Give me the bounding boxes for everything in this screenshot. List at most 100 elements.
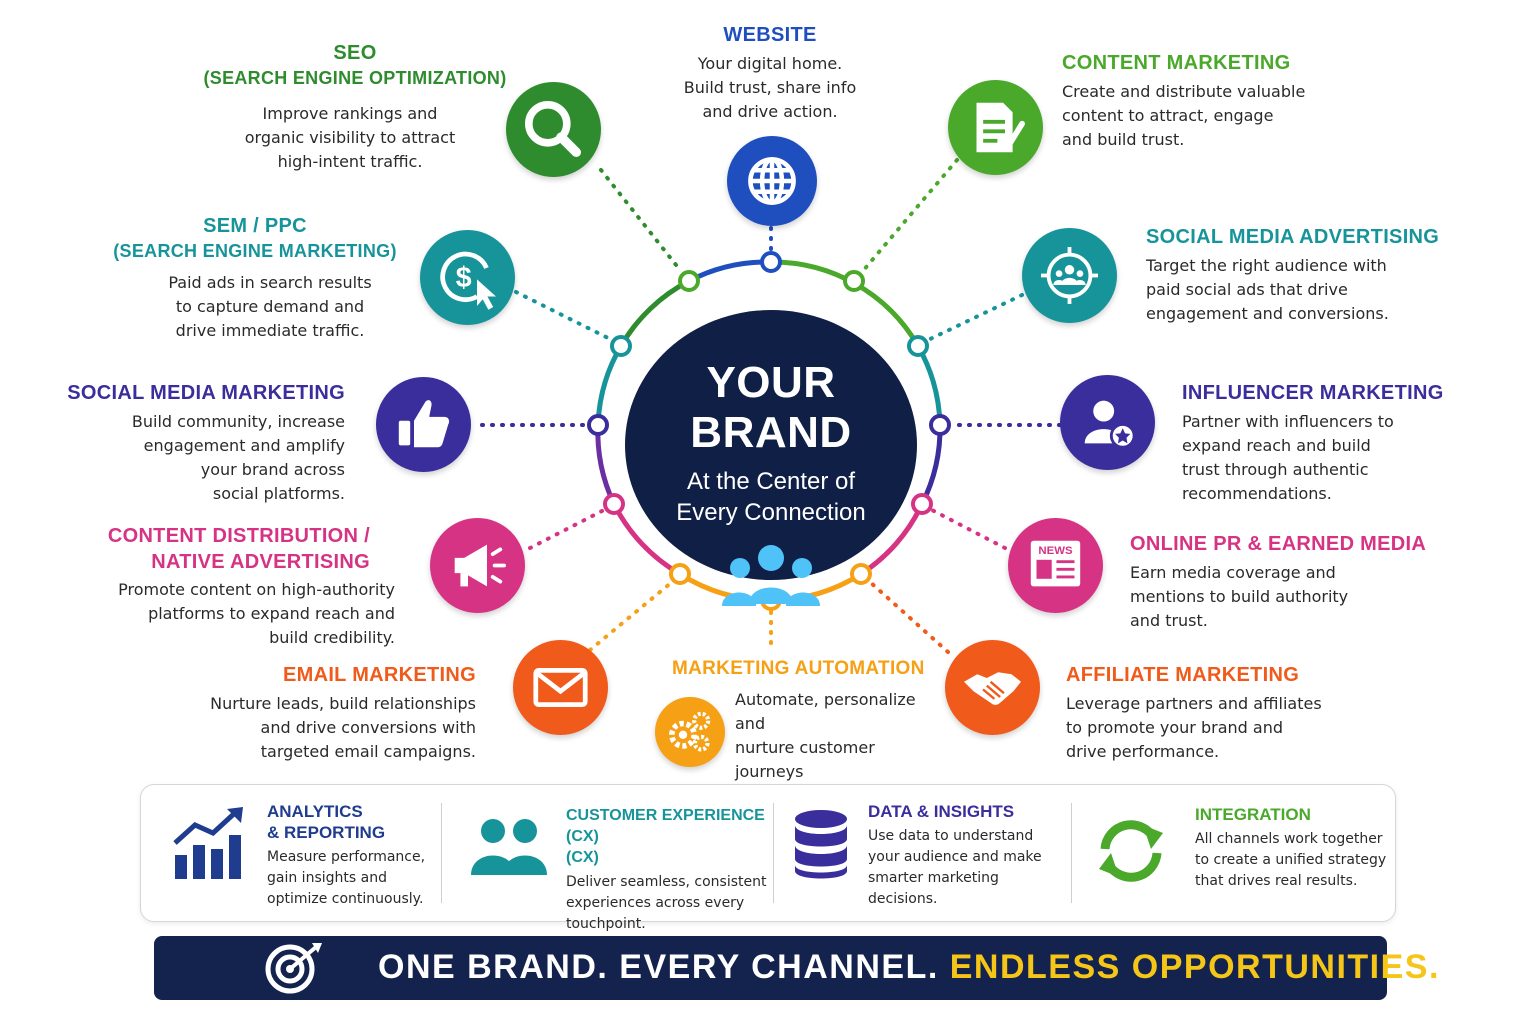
- pr-label: ONLINE PR & EARNED MEDIA Earn media cove…: [1130, 531, 1430, 633]
- content-node[interactable]: [948, 80, 1043, 175]
- affiliate-title: AFFILIATE MARKETING: [1066, 664, 1300, 686]
- social-mkt-description: Build community, increase engagement and…: [131, 412, 345, 503]
- seo-description: Improve rankings and organic visibility …: [244, 104, 456, 171]
- panel-title: DATA & INSIGHTS: [868, 802, 1015, 821]
- affiliate-description: Leverage partners and affiliates to prom…: [1066, 694, 1322, 761]
- panel-description: Use data to understand your audience and…: [868, 828, 1042, 907]
- news-badge-text: NEWS: [1038, 545, 1073, 557]
- brand-subtitle: At the Center of Every Connection: [676, 468, 866, 526]
- target-arrow-icon: [265, 943, 322, 994]
- panel-item-analytics: ANALYTICS & REPORTING Measure performanc…: [171, 785, 451, 923]
- seo-subtitle: (SEARCH ENGINE OPTIMIZATION): [203, 68, 507, 88]
- panel-title: CUSTOMER EXPERIENCE (CX) (CX): [566, 807, 765, 866]
- junction-dot: [678, 270, 700, 292]
- newspaper-icon: NEWS: [1030, 540, 1081, 587]
- sem-subtitle: (SEARCH ENGINE MARKETING): [113, 241, 397, 261]
- social-ads-node[interactable]: [1022, 228, 1117, 323]
- distribution-description: Promote content on high-authority platfo…: [118, 580, 395, 647]
- tagline-text: ONE BRAND. EVERY CHANNEL. ENDLESS OPPORT…: [378, 948, 1440, 987]
- panel-description: Measure performance, gain insights and o…: [267, 849, 426, 907]
- ring-arc-green-left: [618, 278, 691, 348]
- email-description: Nurture leads, build relationships and d…: [210, 694, 476, 761]
- panel-description: All channels work together to create a u…: [1195, 831, 1387, 889]
- affiliate-node[interactable]: [945, 640, 1040, 735]
- foundations-panel: ANALYTICS & REPORTING Measure performanc…: [140, 784, 1396, 932]
- connector-distribution: [528, 508, 606, 550]
- content-description: Create and distribute valuable content t…: [1062, 82, 1306, 149]
- panel-divider: [1071, 803, 1072, 903]
- gears-icon: [669, 711, 711, 752]
- sync-icon: [1099, 820, 1163, 882]
- brand-hub: YOUR BRAND At the Center of Every Connec…: [625, 310, 917, 606]
- social-ads-label: SOCIAL MEDIA ADVERTISING Target the righ…: [1146, 224, 1446, 326]
- pr-node[interactable]: NEWS: [1008, 518, 1103, 613]
- panel-item-cx: CUSTOMER EXPERIENCE (CX) (CX) Deliver se…: [469, 785, 769, 932]
- ring-arc-teal-left: [595, 344, 624, 426]
- email-title: EMAIL MARKETING: [282, 664, 476, 686]
- megaphone-icon: [454, 544, 506, 587]
- junction-dot: [907, 335, 929, 357]
- tagline-part-2: ENDLESS OPPORTUNITIES.: [949, 948, 1440, 986]
- ring-arc-blue: [687, 259, 772, 284]
- email-label: EMAIL MARKETING Nurture leads, build rel…: [175, 662, 476, 764]
- social-mkt-label: SOCIAL MEDIA MARKETING Build community, …: [60, 380, 345, 506]
- content-title: CONTENT MARKETING: [1062, 52, 1291, 74]
- influencer-label: INFLUENCER MARKETING Partner with influe…: [1182, 380, 1482, 506]
- sem-label: SEM / PPC (SEARCH ENGINE MARKETING): [110, 213, 400, 263]
- email-node[interactable]: [513, 640, 608, 735]
- distribution-label: CONTENT DISTRIBUTION / NATIVE ADVERTISIN…: [70, 523, 370, 575]
- sem-desc-wrap: Paid ads in search results to capture de…: [150, 267, 390, 343]
- sem-title: SEM / PPC: [203, 215, 307, 237]
- seo-desc-wrap: Improve rankings and organic visibility …: [210, 98, 490, 174]
- influencer-description: Partner with influencers to expand reach…: [1182, 412, 1394, 503]
- ring-arc-teal-right: [915, 344, 943, 426]
- distribution-node[interactable]: [430, 518, 525, 613]
- influencer-node[interactable]: [1060, 375, 1155, 470]
- connector-affiliate: [868, 580, 950, 654]
- automation-title: MARKETING AUTOMATION: [672, 658, 925, 679]
- sem-description: Paid ads in search results to capture de…: [168, 273, 372, 340]
- junction-dot: [610, 335, 632, 357]
- connector-social-ads: [924, 293, 1024, 343]
- magnifier-icon: [525, 101, 582, 158]
- panel-item-integration: INTEGRATION All channels work together t…: [1091, 785, 1386, 923]
- website-node[interactable]: [727, 136, 817, 226]
- junction-dot: [760, 251, 782, 273]
- website-title: WEBSITE: [723, 24, 817, 46]
- distribution-title: CONTENT DISTRIBUTION /: [107, 525, 370, 547]
- junction-dot: [603, 493, 625, 515]
- svg-text:$: $: [456, 262, 472, 294]
- junction-dot: [929, 414, 951, 436]
- panel-item-data: DATA & INSIGHTS Use data to understand y…: [793, 785, 1073, 923]
- thumbs-up-icon: [398, 400, 450, 448]
- ring-arc-indigo-right: [919, 424, 943, 506]
- panel-title: INTEGRATION: [1195, 805, 1311, 824]
- bar-chart-icon: [173, 807, 243, 879]
- ring-arc-purple-left: [595, 424, 617, 506]
- content-label: CONTENT MARKETING Create and distribute …: [1062, 50, 1362, 152]
- database-icon: [795, 810, 847, 879]
- sem-node[interactable]: $: [420, 230, 515, 325]
- website-description: Your digital home. Build trust, share in…: [683, 54, 857, 121]
- automation-label: MARKETING AUTOMATION: [672, 656, 932, 682]
- customers-icon: [471, 819, 547, 875]
- seo-title: SEO: [333, 42, 377, 64]
- connector-email: [588, 580, 674, 652]
- website-label: WEBSITE Your digital home. Build trust, …: [670, 22, 870, 124]
- social-ads-description: Target the right audience with paid soci…: [1146, 256, 1389, 323]
- influencer-title: INFLUENCER MARKETING: [1182, 382, 1444, 404]
- junction-dot: [911, 493, 933, 515]
- tagline-part-1: ONE BRAND. EVERY CHANNEL.: [378, 948, 939, 986]
- tagline-banner: ONE BRAND. EVERY CHANNEL. ENDLESS OPPORT…: [154, 936, 1438, 1000]
- panel-divider: [773, 803, 774, 903]
- pr-description: Earn media coverage and mentions to buil…: [1130, 563, 1349, 630]
- people-icon: [722, 545, 820, 606]
- social-mkt-title: SOCIAL MEDIA MARKETING: [67, 382, 345, 404]
- connector-sem: [514, 290, 614, 342]
- automation-node[interactable]: [655, 697, 725, 767]
- panel-description: Deliver seamless, consistent experiences…: [566, 874, 767, 932]
- seo-node[interactable]: [506, 82, 601, 177]
- handshake-icon: [964, 672, 1021, 705]
- social-mkt-node[interactable]: [376, 377, 471, 472]
- dollar-click-icon: $: [440, 251, 496, 310]
